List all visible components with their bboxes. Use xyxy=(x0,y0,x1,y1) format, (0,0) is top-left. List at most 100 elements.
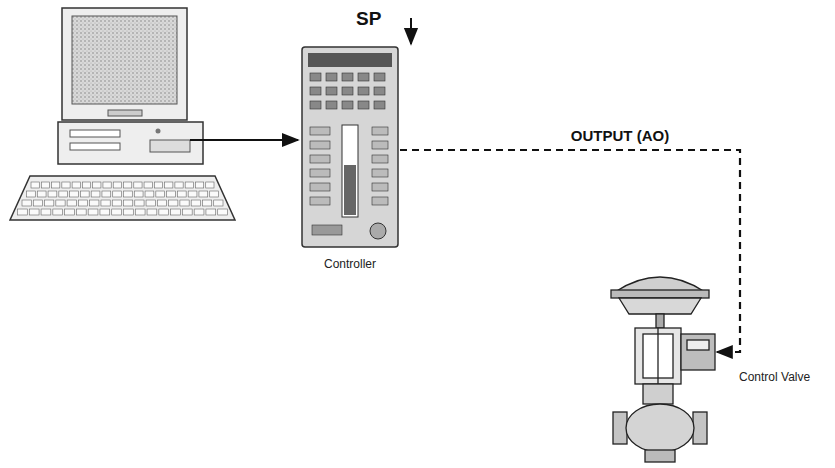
key xyxy=(113,191,122,197)
power-led xyxy=(156,129,161,134)
monitor-stand xyxy=(108,110,142,116)
edge-label: OUTPUT (AO) xyxy=(569,127,671,144)
key xyxy=(78,200,87,206)
button xyxy=(358,87,369,95)
key xyxy=(112,200,121,206)
key xyxy=(80,191,89,197)
diaphragm-rim xyxy=(611,290,709,298)
display xyxy=(308,53,392,67)
key xyxy=(169,200,178,206)
key xyxy=(76,209,86,215)
key xyxy=(101,200,110,206)
key xyxy=(214,200,223,206)
key xyxy=(145,191,154,197)
key xyxy=(206,209,216,215)
valve-shape xyxy=(605,262,717,466)
drive-slot xyxy=(70,130,120,137)
yoke xyxy=(635,328,681,384)
valve-stem xyxy=(657,328,658,384)
button xyxy=(374,87,385,95)
key xyxy=(195,182,203,188)
key xyxy=(159,209,169,215)
setpoint-label: SP xyxy=(356,8,381,30)
key xyxy=(27,191,36,197)
key xyxy=(53,209,63,215)
node-caption: Controller xyxy=(324,257,376,271)
button xyxy=(310,73,321,81)
key xyxy=(177,191,186,197)
key xyxy=(22,200,31,206)
bonnet xyxy=(643,384,673,404)
front-panel xyxy=(150,140,190,152)
key xyxy=(124,182,132,188)
button xyxy=(342,87,353,95)
key xyxy=(62,182,70,188)
button xyxy=(310,197,330,205)
bargraph xyxy=(342,125,358,217)
faceplate xyxy=(302,47,398,247)
button xyxy=(372,155,388,163)
signal-arrow xyxy=(190,139,298,141)
drive-slot xyxy=(70,143,120,150)
key xyxy=(134,191,143,197)
key xyxy=(37,191,46,197)
key xyxy=(41,182,49,188)
key xyxy=(199,191,208,197)
signal-connector xyxy=(400,150,740,352)
key xyxy=(188,191,197,197)
key xyxy=(93,182,101,188)
key xyxy=(218,209,228,215)
node-caption: Control Valve xyxy=(739,370,810,384)
keyboard-keys xyxy=(18,182,228,215)
key xyxy=(59,191,68,197)
key xyxy=(103,182,111,188)
key xyxy=(72,182,80,188)
system-unit xyxy=(58,122,203,164)
key xyxy=(31,182,39,188)
computer-illustration xyxy=(10,8,298,220)
button xyxy=(342,73,353,81)
button xyxy=(310,127,330,135)
key xyxy=(135,209,145,215)
positioner-gauge xyxy=(687,340,709,350)
key xyxy=(202,200,211,206)
button xyxy=(372,183,388,191)
key xyxy=(124,200,133,206)
button xyxy=(310,183,330,191)
button xyxy=(310,141,330,149)
key xyxy=(48,191,57,197)
key xyxy=(65,209,75,215)
key xyxy=(210,191,219,197)
key xyxy=(135,200,144,206)
knob xyxy=(370,223,386,239)
actuator-casing xyxy=(619,298,701,314)
key xyxy=(154,182,162,188)
key xyxy=(124,191,133,197)
button xyxy=(342,101,353,109)
controller-shape xyxy=(300,45,400,251)
key xyxy=(102,191,111,197)
key xyxy=(90,200,99,206)
key xyxy=(112,209,122,215)
key xyxy=(191,200,200,206)
flange xyxy=(613,412,627,444)
valve-node: Control Valve xyxy=(605,262,717,466)
button xyxy=(326,73,337,81)
key xyxy=(182,209,192,215)
button xyxy=(374,73,385,81)
key xyxy=(194,209,204,215)
bottom-cap xyxy=(645,450,675,462)
key xyxy=(124,209,134,215)
button xyxy=(310,169,330,177)
key xyxy=(88,209,98,215)
key xyxy=(156,191,165,197)
key xyxy=(67,200,76,206)
key xyxy=(18,209,28,215)
monitor-housing xyxy=(62,8,187,120)
key xyxy=(147,209,157,215)
setpoint-arrow xyxy=(410,18,412,44)
button xyxy=(372,127,388,135)
key xyxy=(91,191,100,197)
